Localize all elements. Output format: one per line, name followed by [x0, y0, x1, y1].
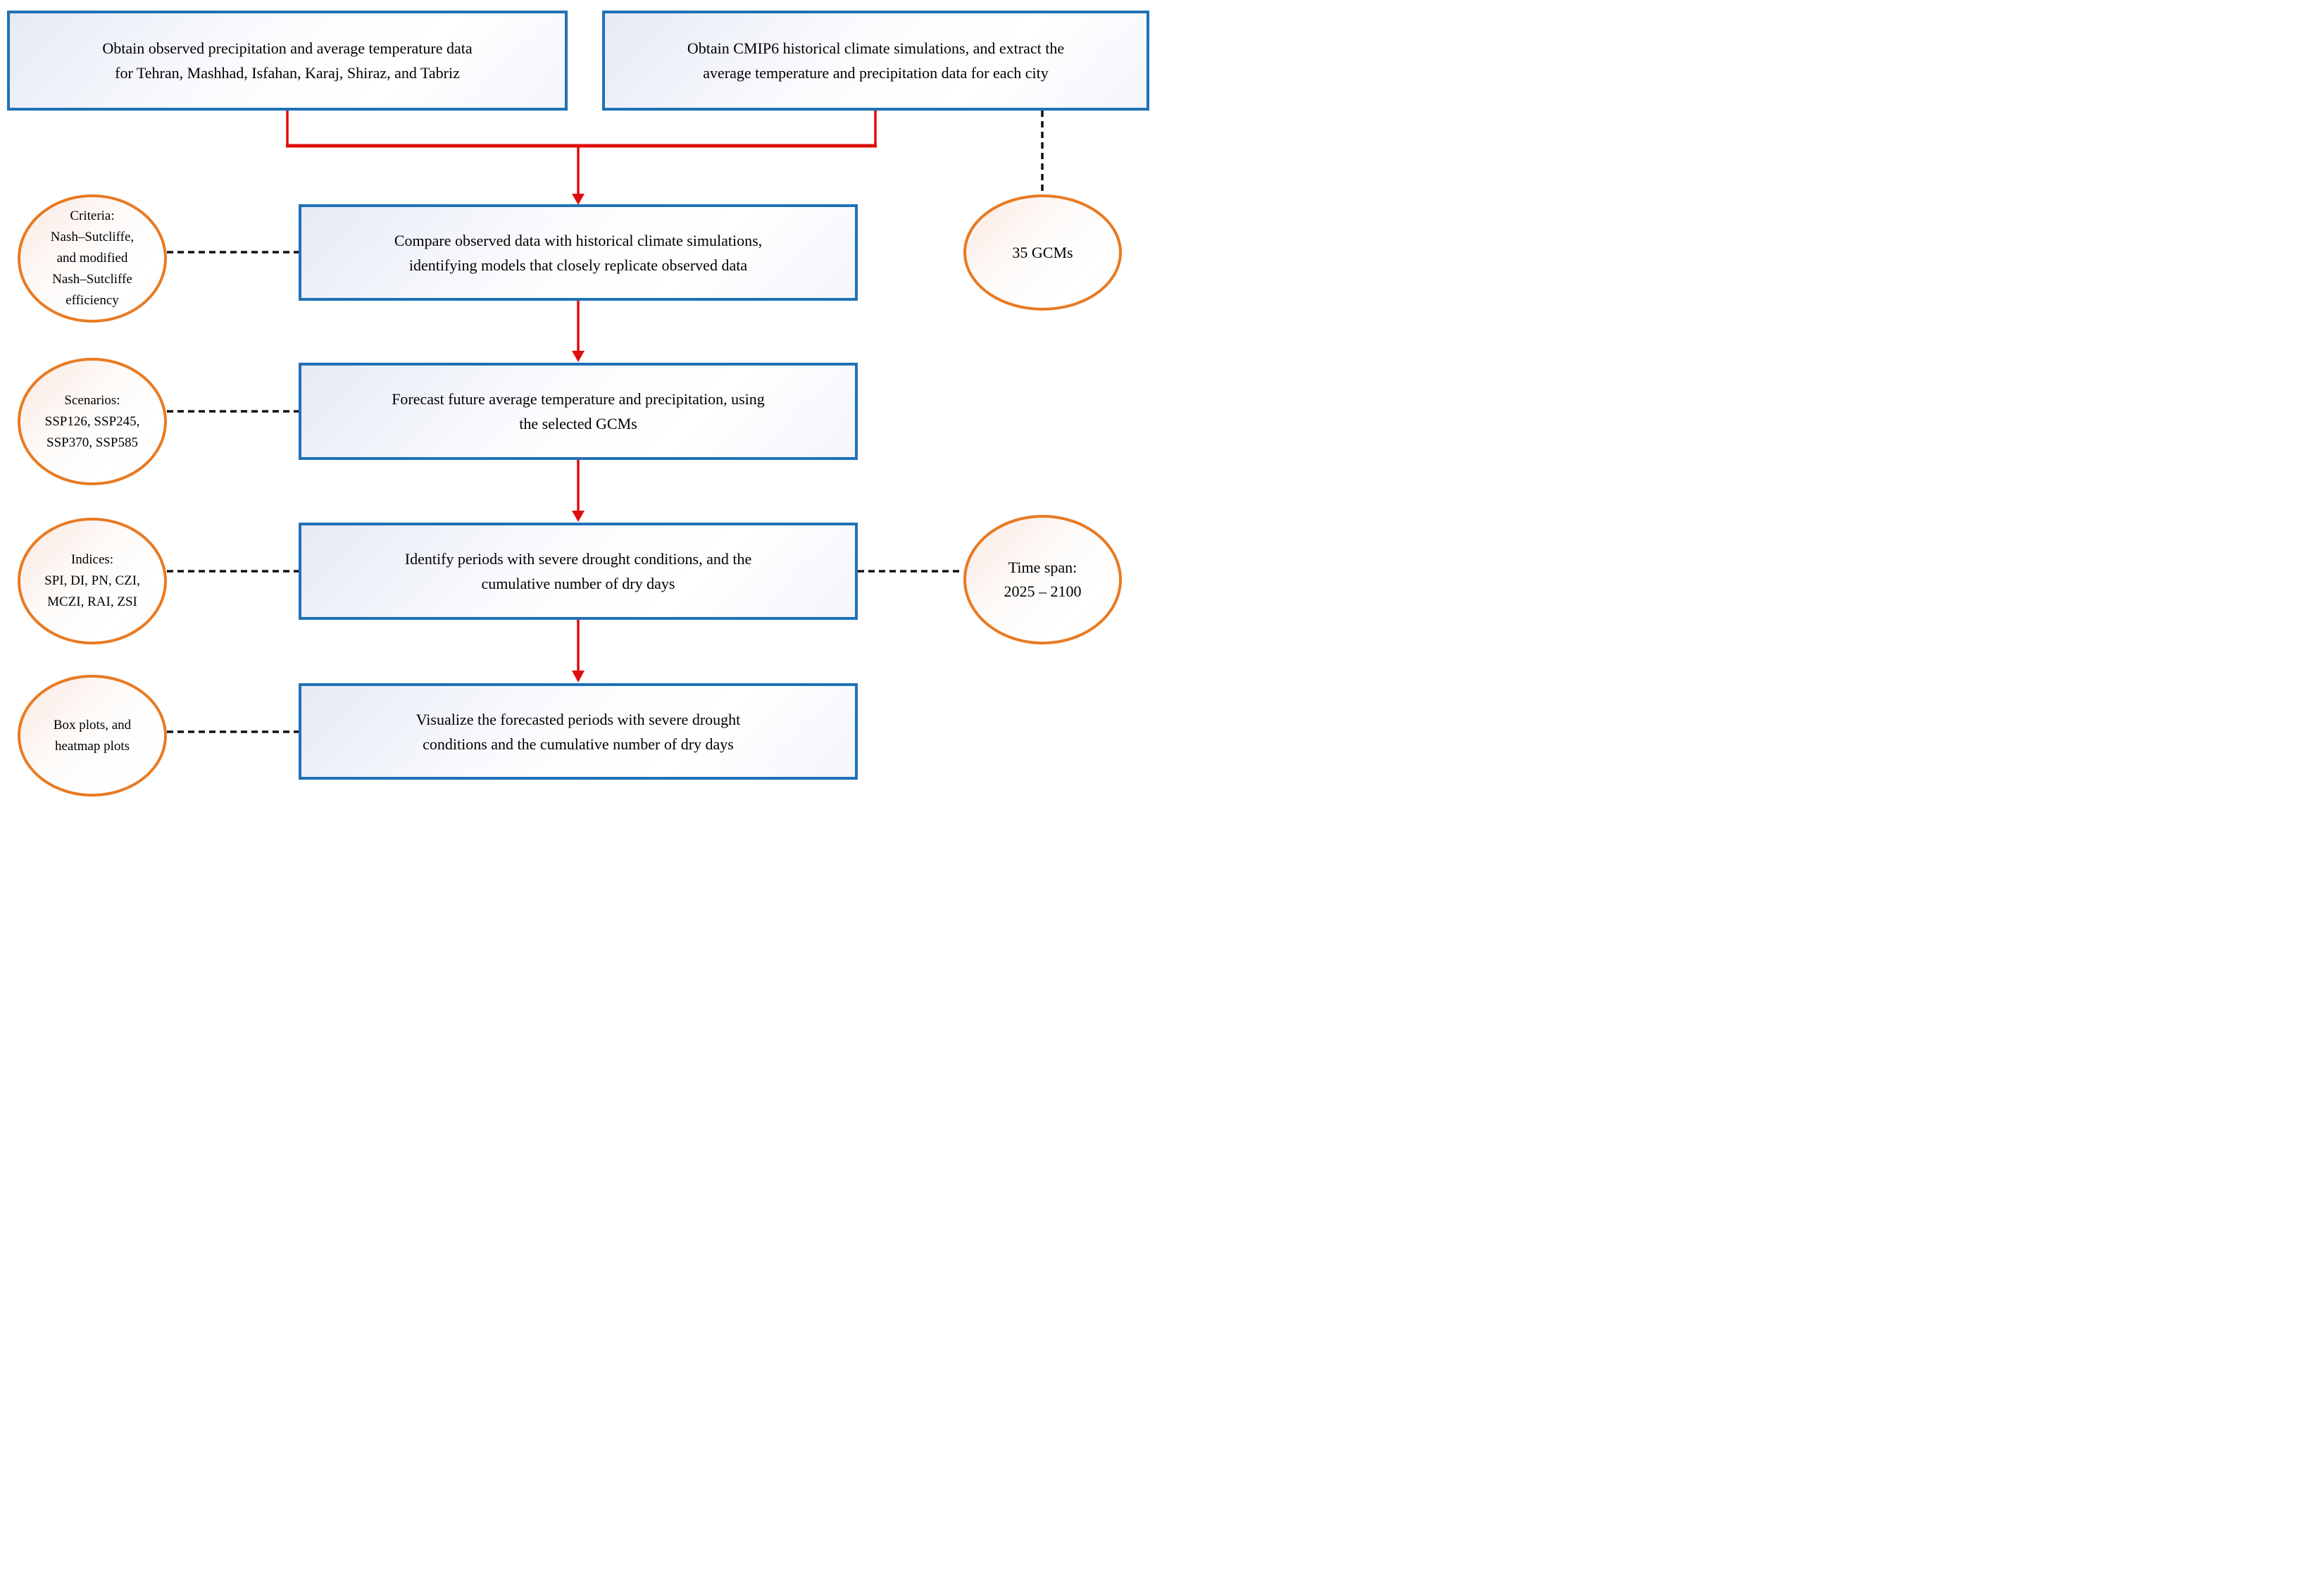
ellipse-indices-label: Indices: SPI, DI, PN, CZI, MCZI, RAI, ZS… — [44, 552, 140, 609]
arrow-forecast-to-identify-head — [572, 511, 585, 522]
ellipse-35-gcms-label: 35 GCMs — [1012, 243, 1073, 261]
ellipse-scenarios: Scenarios: SSP126, SSP245, SSP370, SSP58… — [18, 358, 167, 485]
connector-layer — [167, 111, 1044, 733]
box-identify: Identify periods with severe drought con… — [299, 523, 858, 620]
ellipse-scenarios-label: Scenarios: SSP126, SSP245, SSP370, SSP58… — [44, 392, 140, 450]
ellipse-indices: Indices: SPI, DI, PN, CZI, MCZI, RAI, ZS… — [18, 518, 167, 644]
ellipse-criteria-label: Criteria: Nash–Sutcliffe, and modified N… — [50, 208, 135, 308]
box-visualize-label: Visualize the forecasted periods with se… — [416, 710, 741, 753]
box-identify-label: Identify periods with severe drought con… — [404, 550, 752, 592]
box-obtain-cmip6-label: Obtain CMIP6 historical climate simulati… — [687, 39, 1065, 82]
box-obtain-observed-data-label: Obtain observed precipitation and averag… — [102, 39, 473, 82]
ellipse-time-span-label: Time span: 2025 – 2100 — [1004, 559, 1082, 600]
ellipse-box-plots: Box plots, and heatmap plots — [18, 675, 167, 797]
ellipse-box-plots-label: Box plots, and heatmap plots — [53, 717, 132, 754]
box-compare-label: Compare observed data with historical cl… — [394, 231, 763, 274]
arrow-merge-to-compare-head — [572, 194, 585, 205]
box-forecast: Forecast future average temperature and … — [299, 363, 858, 460]
box-obtain-observed-data: Obtain observed precipitation and averag… — [7, 11, 568, 111]
flowchart-canvas: Obtain observed precipitation and averag… — [0, 0, 1152, 798]
box-obtain-cmip6: Obtain CMIP6 historical climate simulati… — [602, 11, 1149, 111]
ellipse-35-gcms: 35 GCMs — [963, 194, 1122, 311]
box-forecast-label: Forecast future average temperature and … — [392, 390, 765, 432]
ellipse-criteria: Criteria: Nash–Sutcliffe, and modified N… — [18, 194, 167, 323]
box-compare: Compare observed data with historical cl… — [299, 204, 858, 301]
box-visualize: Visualize the forecasted periods with se… — [299, 683, 858, 780]
arrow-identify-to-visualize-head — [572, 671, 585, 682]
arrow-compare-to-forecast-head — [572, 351, 585, 362]
ellipse-time-span: Time span: 2025 – 2100 — [963, 515, 1122, 644]
